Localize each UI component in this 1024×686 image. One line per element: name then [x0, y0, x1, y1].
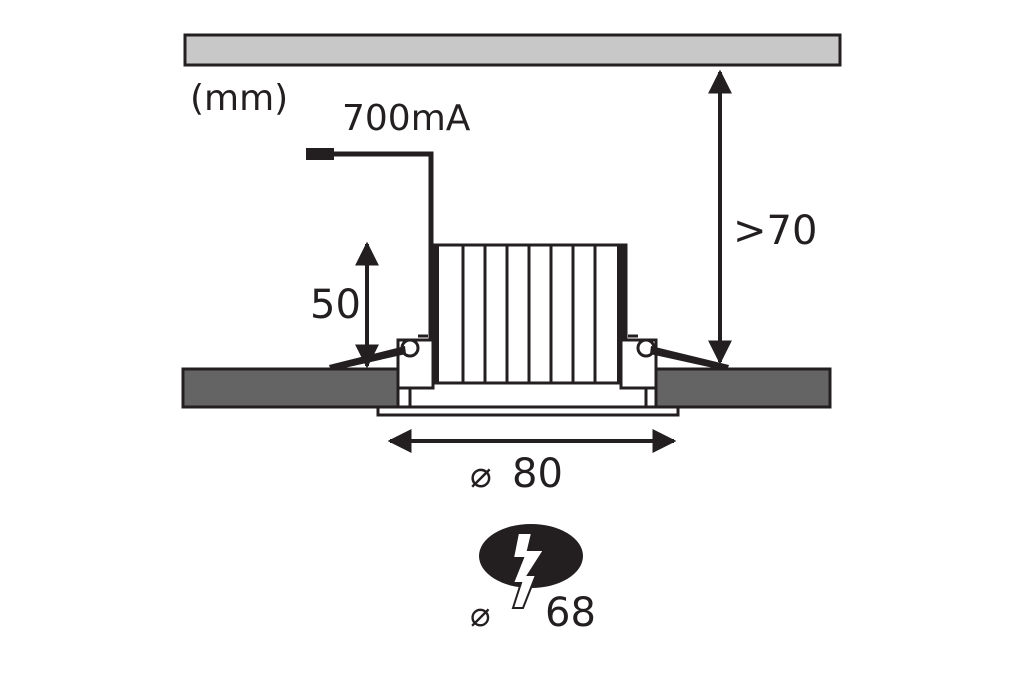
cutout-diameter-value: 68	[545, 590, 596, 636]
fixture-height-label: 50	[310, 282, 361, 328]
spring-clip-right	[628, 334, 729, 371]
ceiling-board-left	[181, 367, 400, 409]
lightning-bolt-icon	[511, 532, 546, 609]
cable-connector	[306, 148, 334, 160]
drill-hole-icon	[479, 524, 583, 609]
ceiling-slab	[183, 33, 842, 67]
current-label: 700mA	[342, 98, 471, 139]
cutout-diameter-symbol: ⌀	[470, 595, 490, 635]
outer-diameter-value: 80	[512, 451, 563, 497]
ceiling-clearance-label: >70	[733, 208, 817, 254]
power-cable	[306, 148, 434, 245]
unit-label: (mm)	[190, 78, 288, 119]
heatsink	[428, 243, 628, 385]
ceiling-board-right	[654, 367, 832, 409]
outer-diameter-symbol: ⌀	[470, 455, 492, 496]
